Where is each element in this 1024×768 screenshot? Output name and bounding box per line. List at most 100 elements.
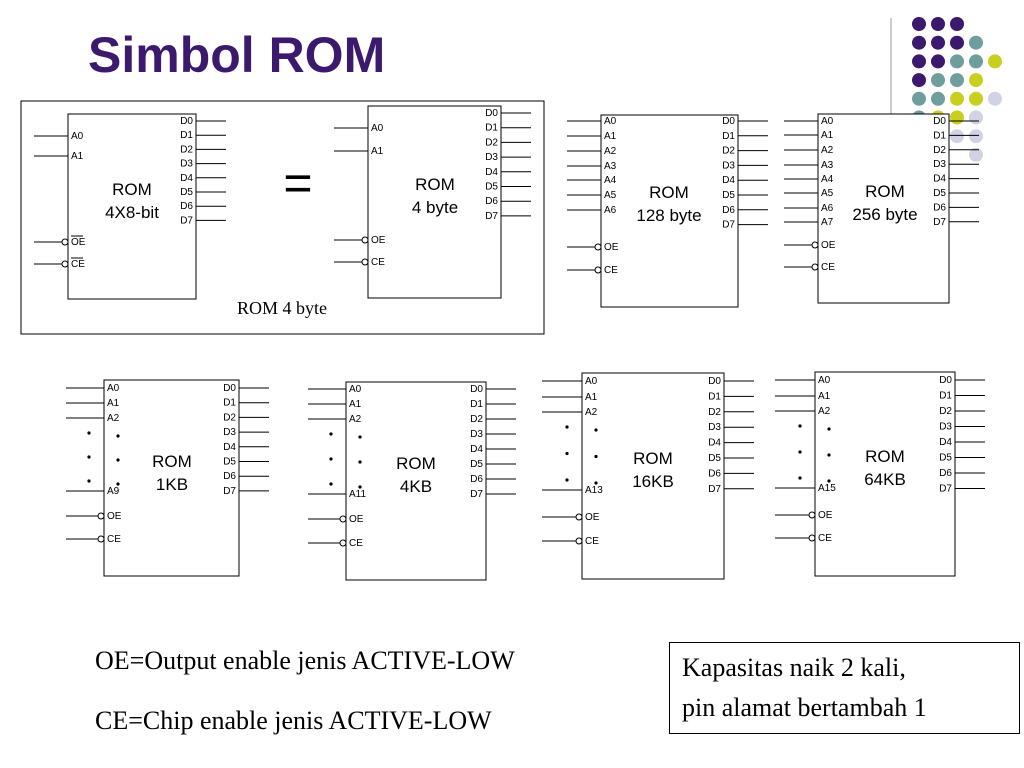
ellipsis-dot	[594, 428, 598, 432]
decor-dot	[950, 73, 964, 88]
data-pin-label: D3	[470, 429, 483, 440]
data-pin-label: D6	[708, 468, 721, 479]
rom-label: ROM	[865, 182, 905, 201]
address-pin-label: A2	[818, 406, 831, 417]
data-pin-label: D4	[223, 442, 236, 453]
rom-4byte-body	[367, 105, 502, 299]
ce-pin-label: CE	[371, 257, 385, 268]
data-pin-label: D7	[470, 489, 483, 500]
decor-dot	[931, 73, 945, 88]
rom-256byte-block: A0A1A2A3A4A5A6A7D0D1D2D3D4D5D6D7OECEROM2…	[784, 113, 979, 304]
ellipsis-dot	[358, 485, 362, 489]
data-pin-label: D5	[939, 453, 952, 464]
data-pin-label: D6	[933, 202, 946, 213]
data-pin-label: D6	[223, 471, 236, 482]
capacity-note-box: Kapasitas naik 2 kali, pin alamat bertam…	[669, 642, 1020, 734]
data-pin-label: D3	[180, 159, 193, 170]
data-pin-label: D2	[180, 144, 193, 155]
rom-capacity-label: 256 byte	[852, 205, 917, 224]
data-pin-label: D1	[180, 130, 193, 141]
ce-pin-label: CE	[71, 259, 85, 270]
ellipsis-dot	[594, 454, 598, 459]
address-pin-label: A4	[604, 175, 617, 186]
data-pin-label: D3	[722, 160, 735, 171]
decor-dot	[969, 54, 983, 69]
oe-pin-label: OE	[371, 235, 386, 246]
address-pin-label: A13	[585, 485, 603, 496]
ce-inversion-bubble	[594, 266, 602, 274]
data-pin-label: D1	[485, 123, 498, 134]
data-pin-label: D0	[722, 116, 735, 127]
address-pin-label: A0	[349, 384, 362, 395]
data-pin-label: D6	[180, 201, 193, 212]
rom-capacity-label: 128 byte	[636, 206, 701, 225]
address-pin-label: A1	[604, 131, 617, 142]
oe-pin-label: OE	[107, 511, 122, 522]
data-pin-label: D5	[933, 188, 946, 199]
ellipsis-dot	[798, 424, 802, 428]
data-pin-label: D3	[933, 159, 946, 170]
decor-dot	[931, 35, 945, 50]
data-pin-label: D3	[708, 422, 721, 433]
data-pin-label: D6	[470, 474, 483, 485]
decor-dot	[912, 17, 926, 31]
address-pin-label: A6	[821, 203, 834, 214]
data-pin-label: D1	[470, 399, 483, 410]
ce-inversion-bubble	[61, 260, 69, 268]
address-pin-label: A1	[585, 392, 598, 403]
data-pin-label: D0	[470, 384, 483, 395]
decor-dot	[969, 91, 983, 106]
ellipsis-dot	[329, 457, 333, 461]
ellipsis-dot	[798, 450, 802, 454]
ellipsis-dot	[329, 482, 333, 486]
rom-capacity-label: 4KB	[400, 477, 432, 496]
rom-capacity-label: 4X8-bit	[105, 203, 159, 222]
decor-dot	[988, 54, 1002, 69]
rom-symbol-diagram: = ROM 4 byte A0A1D0D1D2D3D4D5D6D7OECEROM…	[20, 17, 1002, 581]
decor-dot	[912, 73, 926, 88]
ce-inversion-bubble	[97, 535, 105, 543]
address-pin-label: A4	[821, 174, 834, 185]
data-pin-label: D1	[722, 131, 735, 142]
ellipsis-dot	[116, 458, 120, 462]
data-pin-label: D7	[180, 215, 193, 226]
decor-dot	[969, 73, 983, 88]
decor-dot	[950, 129, 964, 144]
data-pin-label: D7	[939, 484, 952, 495]
data-pin-label: D5	[223, 457, 236, 468]
ce-pin-label: CE	[604, 265, 618, 276]
data-pin-label: D0	[939, 375, 952, 386]
capacity-note-line2: pin alamat bertambah 1	[682, 693, 927, 722]
oe-inversion-bubble	[594, 243, 602, 251]
data-pin-label: D5	[180, 187, 193, 198]
data-pin-label: D2	[485, 137, 498, 148]
address-pin-label: A15	[818, 483, 836, 494]
decor-dot	[912, 54, 926, 69]
ellipsis-dot	[565, 451, 569, 456]
data-pin-label: D5	[722, 190, 735, 201]
oe-inversion-bubble	[61, 238, 69, 246]
decor-dot	[969, 147, 983, 162]
group-caption: ROM 4 byte	[237, 298, 327, 318]
ce-inversion-bubble	[811, 263, 819, 271]
address-pin-label: A0	[821, 116, 834, 127]
decor-dot	[988, 91, 1002, 106]
oe-inversion-bubble	[361, 236, 369, 244]
ellipsis-dot	[827, 427, 831, 431]
oe-pin-label: OE	[821, 240, 836, 251]
rom-blocks: A0A1D0D1D2D3D4D5D6D7OECEROM4X8-bitA0A1D0…	[34, 105, 985, 581]
equals-sign: =	[283, 155, 312, 211]
ce-inversion-bubble	[808, 534, 816, 542]
ce-pin-label: CE	[349, 538, 363, 549]
address-pin-label: A1	[821, 130, 834, 141]
ce-inversion-bubble	[575, 537, 583, 545]
ce-pin-label: CE	[821, 262, 835, 273]
decor-dot	[969, 129, 983, 144]
rom-4kb-body	[345, 381, 487, 581]
ce-pin-label: CE	[585, 536, 599, 547]
oe-pin-label: OE	[349, 514, 364, 525]
ce-note: CE=Chip enable jenis ACTIVE-LOW	[95, 706, 492, 735]
ellipsis-dot	[87, 431, 91, 435]
